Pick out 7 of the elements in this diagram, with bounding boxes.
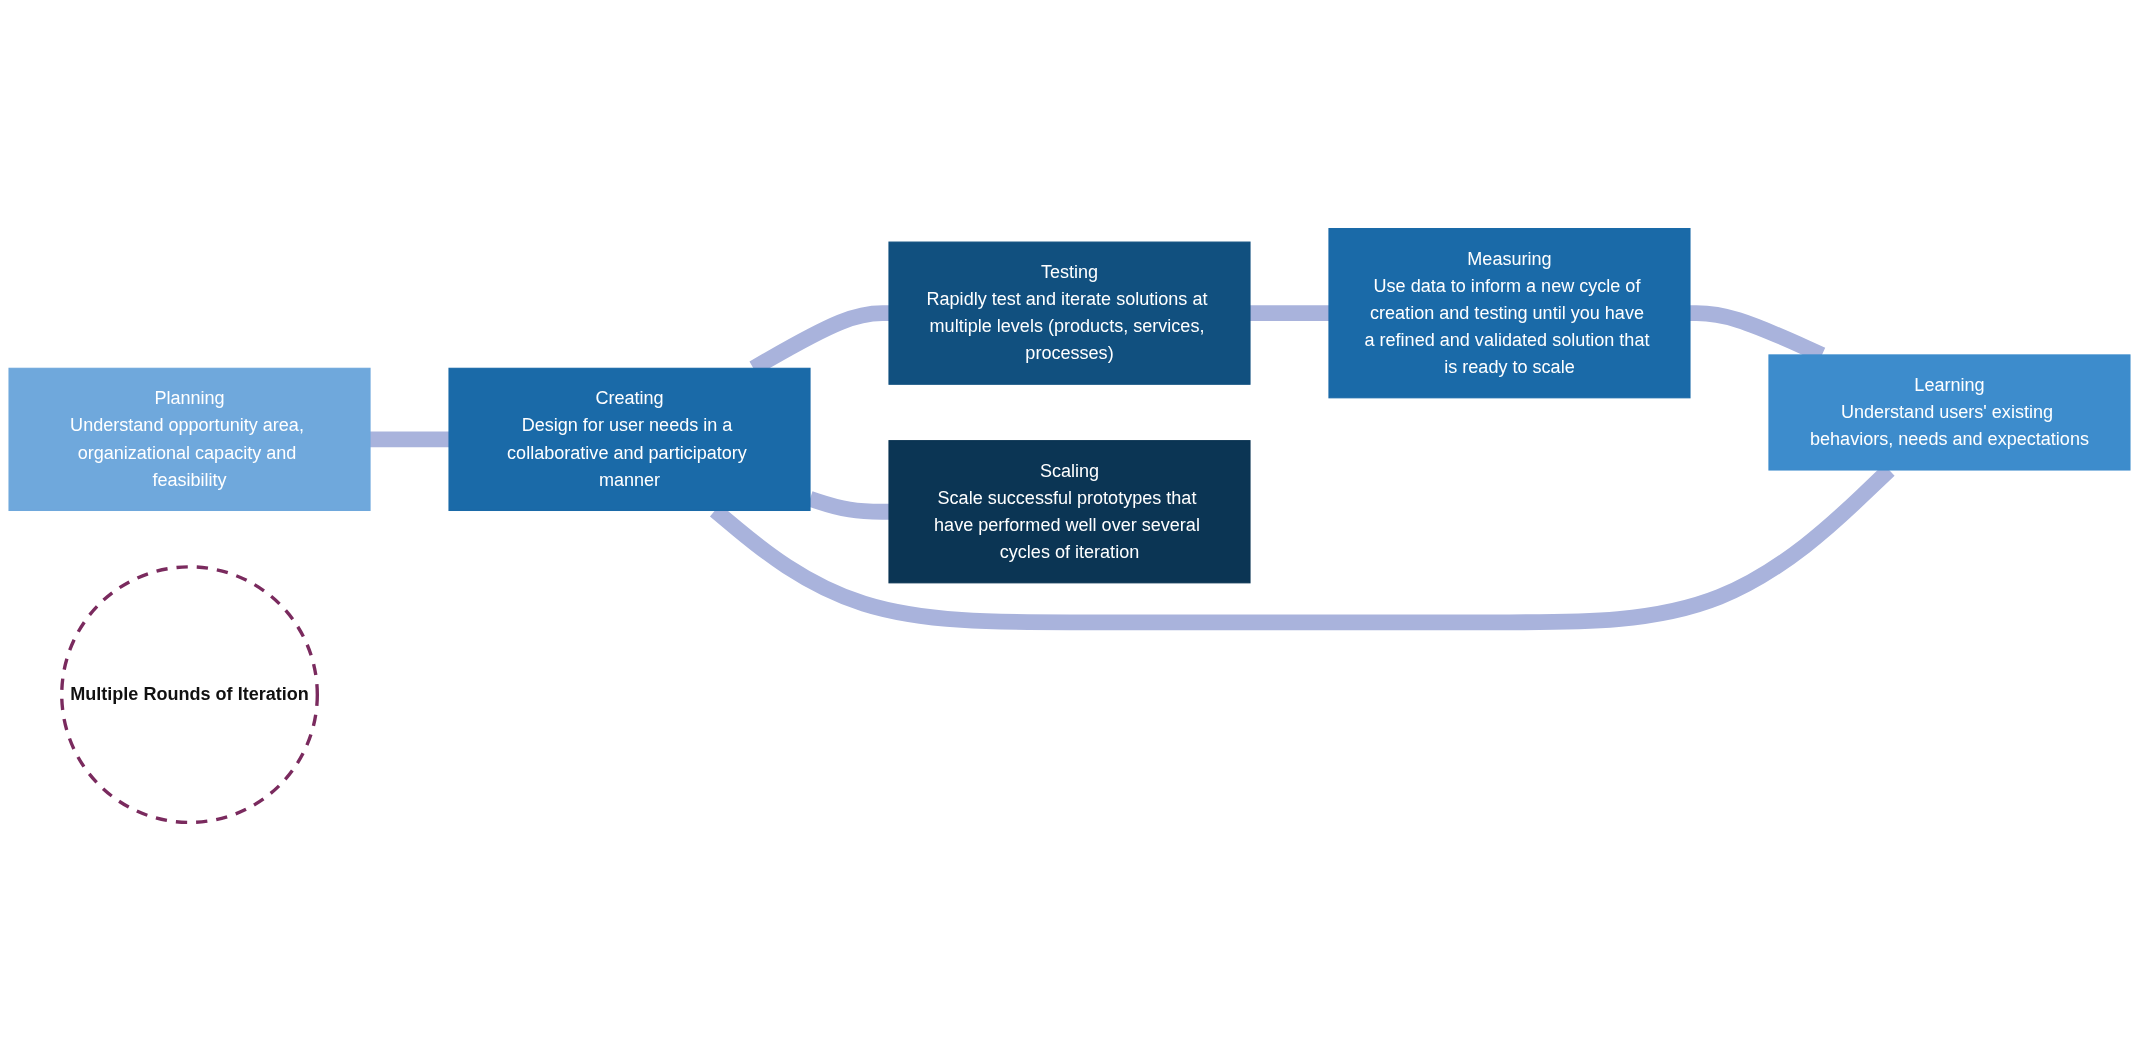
node-box: Learning Understand users' existing behaviors, needs and expectations [1768, 354, 2131, 471]
node-box: Testing Rapidly test and iterate solutions at multiple levels (products, services, processes) [888, 241, 1251, 385]
node-box: Planning Understand opportunity area, organizational capacity and feasibility [8, 367, 371, 511]
node-box: Creating Design for user needs in a collaborative and participatory manner [448, 367, 811, 511]
node-box: Scaling Scale successful prototypes that have performed well over several cycles of iteration [888, 440, 1251, 584]
node-box: Measuring Use data to inform a new cycle of creation and testing until you have a refined and validated solution that is ready to scale [1328, 228, 1691, 399]
node-circle: Multiple Rounds of Iteration [60, 565, 319, 825]
